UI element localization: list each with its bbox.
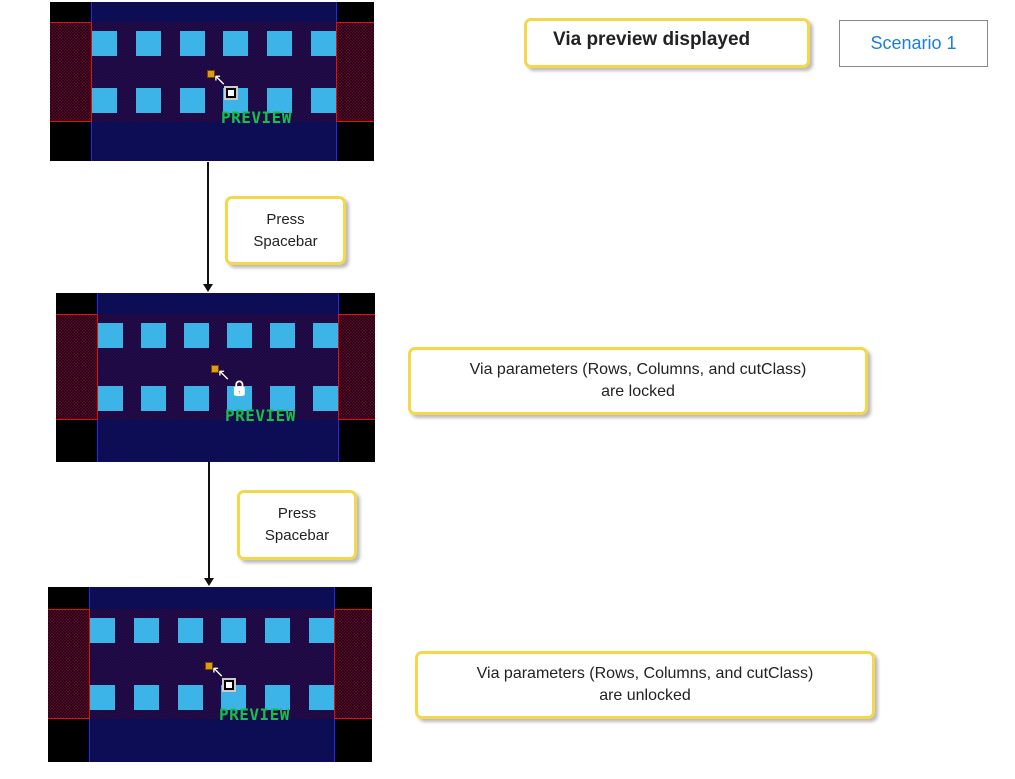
via-cut: [270, 386, 295, 411]
state-callout-locked: Via parameters (Rows, Columns, and cutCl…: [408, 347, 868, 415]
via-cut: [267, 88, 293, 113]
title-text: Via preview displayed: [553, 29, 751, 50]
arrow-down-2: [204, 462, 214, 586]
via-cut: [265, 685, 291, 710]
lock-icon: 🔒: [230, 380, 249, 397]
via-cut: [98, 386, 123, 411]
state-text: are locked: [601, 383, 675, 400]
via-cut: [265, 618, 291, 643]
via-cut: [313, 323, 338, 348]
step-label: Press: [266, 210, 305, 228]
via-cut: [133, 685, 159, 710]
via-cut: [184, 386, 209, 411]
via-cut: [90, 618, 115, 643]
snap-icon: [224, 86, 238, 100]
state-text: are unlocked: [599, 687, 691, 704]
state-text: Via parameters (Rows, Columns, and cutCl…: [476, 665, 814, 682]
via-cut: [223, 31, 249, 56]
cursor-icon: ↖: [213, 72, 227, 89]
origin-marker-icon: [211, 365, 219, 373]
via-cut: [92, 31, 117, 56]
cursor-icon: ↖: [211, 664, 225, 681]
via-cut: [184, 323, 209, 348]
via-cut: [313, 386, 338, 411]
scenario-label: Scenario 1: [839, 20, 988, 67]
via-cut: [270, 323, 295, 348]
via-cut: [135, 31, 161, 56]
step-label: Spacebar: [264, 527, 330, 544]
via-preview-panel-1: ↖ PREVIEW: [50, 2, 374, 161]
via-preview-panel-3: ↖ PREVIEW: [48, 587, 372, 762]
via-cut: [135, 88, 161, 113]
via-cut: [177, 685, 203, 710]
via-cut: [141, 323, 166, 348]
preview-label: PREVIEW: [225, 406, 296, 425]
via-cut: [98, 323, 123, 348]
preview-label: PREVIEW: [219, 705, 290, 724]
preview-label: PREVIEW: [221, 108, 292, 127]
step-label: Spacebar: [253, 232, 318, 250]
via-cut: [133, 618, 159, 643]
via-cut: [267, 31, 293, 56]
via-cut: [311, 31, 336, 56]
via-cut: [90, 685, 115, 710]
cursor-icon: ↖: [217, 367, 231, 384]
via-cut: [179, 31, 205, 56]
arrow-down-1: [203, 162, 213, 292]
origin-marker-icon: [207, 70, 215, 78]
via-cut: [221, 618, 247, 643]
step-label: Press: [277, 505, 317, 522]
origin-marker-icon: [205, 662, 213, 670]
via-cut: [309, 618, 334, 643]
state-callout-unlocked: Via parameters (Rows, Columns, and cutCl…: [415, 651, 875, 719]
via-cut: [177, 618, 203, 643]
via-cut: [141, 386, 166, 411]
via-cut: [179, 88, 205, 113]
state-text: Via parameters (Rows, Columns, and cutCl…: [469, 361, 807, 378]
step-callout-2: Press Spacebar: [237, 490, 357, 560]
scenario-text: Scenario 1: [870, 33, 957, 53]
title-callout: Via preview displayed: [524, 18, 810, 68]
snap-icon: [222, 678, 236, 692]
via-cut: [309, 685, 334, 710]
via-cut: [227, 386, 252, 411]
via-preview-panel-2: ↖🔒 PREVIEW: [56, 293, 375, 462]
via-cut: [92, 88, 117, 113]
step-callout-1: Press Spacebar: [225, 196, 346, 265]
via-cut: [227, 323, 252, 348]
via-cut: [311, 88, 336, 113]
